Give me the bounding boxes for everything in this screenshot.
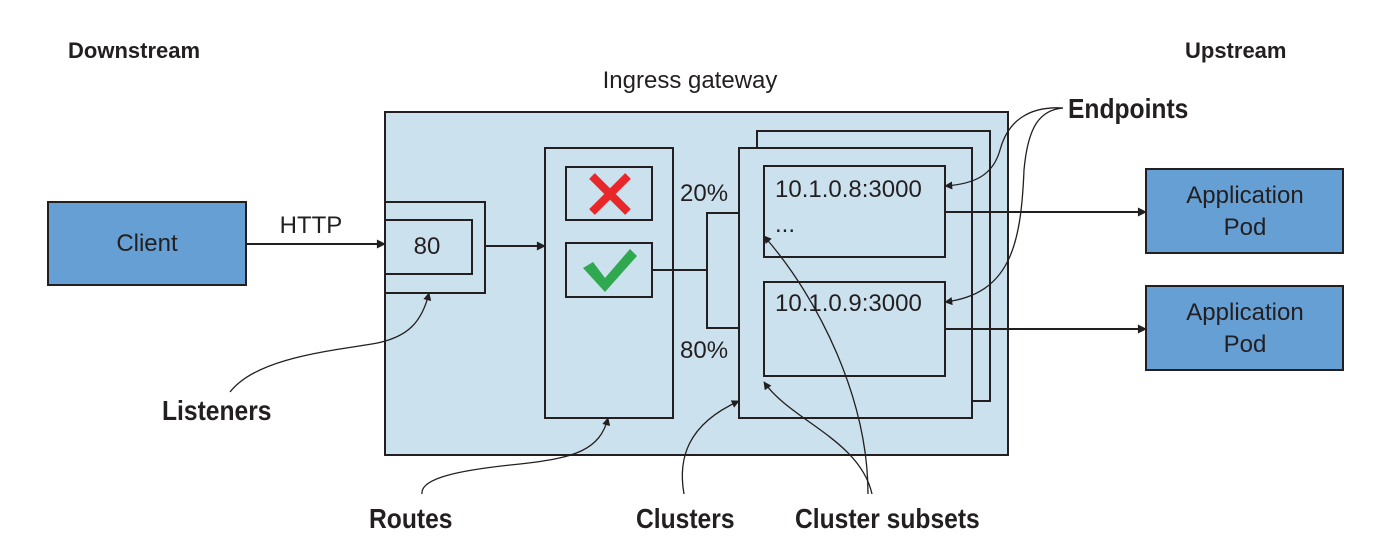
reject-x-icon	[589, 173, 631, 215]
application-pod-1-box	[1145, 168, 1344, 254]
clusters-pointer	[681, 400, 740, 495]
weight-20-label: 20%	[680, 180, 728, 207]
cluster-subsets-pointer-2	[763, 381, 873, 495]
gateway-title: Ingress gateway	[603, 67, 778, 94]
listeners-callout: Listeners	[162, 395, 271, 427]
cluster-subsets-pointer-1	[763, 235, 869, 495]
routes-pointer	[421, 417, 611, 495]
checkmark-icon	[583, 249, 637, 292]
endpoint-1-label: 10.1.0.8:3000	[775, 176, 922, 203]
application-pod-2-box	[1145, 285, 1344, 371]
listeners-pointer	[229, 292, 432, 393]
endpoints-pointer-1	[944, 107, 1064, 190]
application-pod-1-line2: Pod	[1224, 214, 1267, 241]
upstream-header: Upstream	[1185, 38, 1286, 63]
clusters-callout: Clusters	[636, 503, 735, 535]
listener-port-label: 80	[414, 233, 441, 260]
downstream-header: Downstream	[68, 38, 200, 63]
http-label: HTTP	[280, 212, 343, 239]
cluster-subsets-callout: Cluster subsets	[795, 503, 980, 535]
client-label: Client	[116, 230, 178, 257]
endpoint-2-label: 10.1.0.9:3000	[775, 290, 922, 317]
endpoints-pointer-2	[944, 107, 1064, 306]
application-pod-1-line1: Application	[1186, 182, 1303, 209]
routes-callout: Routes	[369, 503, 452, 535]
client-box	[47, 201, 247, 286]
application-pod-2-line1: Application	[1186, 299, 1303, 326]
listener-port-box	[384, 219, 473, 275]
accepted-route-box	[565, 242, 653, 298]
cluster-subset-2-box	[763, 281, 946, 377]
weight-80-label: 80%	[680, 337, 728, 364]
endpoints-callout: Endpoints	[1068, 93, 1188, 125]
application-pod-2-line2: Pod	[1224, 331, 1267, 358]
endpoint-1-more: ...	[775, 211, 795, 238]
